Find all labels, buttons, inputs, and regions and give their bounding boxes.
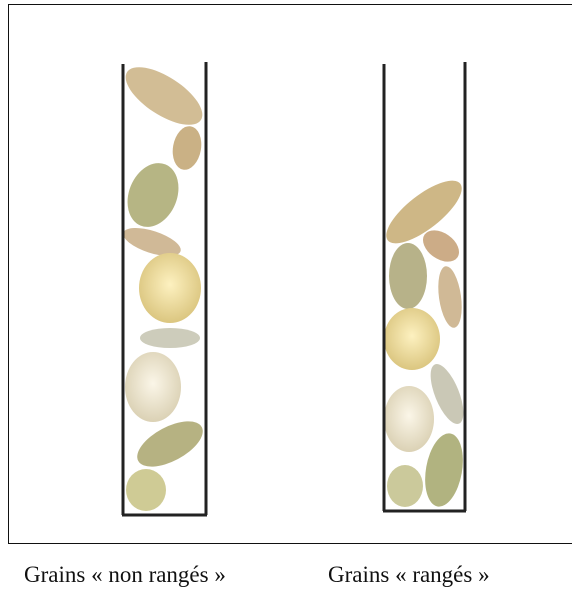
grain (384, 308, 440, 370)
grain (139, 253, 201, 323)
column-left-grains (117, 56, 211, 511)
grain (118, 155, 187, 234)
grain (140, 328, 200, 348)
grain (387, 465, 423, 507)
column-right-grains (377, 170, 470, 509)
caption-left: Grains « non rangés » (24, 562, 226, 588)
caption-right: Grains « rangés » (328, 562, 490, 588)
grain (384, 386, 434, 452)
grain (420, 430, 468, 509)
grain (130, 412, 210, 476)
grain (435, 265, 465, 329)
grain (126, 469, 166, 511)
grain (169, 124, 204, 172)
grain (125, 352, 181, 422)
grain (117, 56, 211, 136)
grain (389, 243, 427, 309)
